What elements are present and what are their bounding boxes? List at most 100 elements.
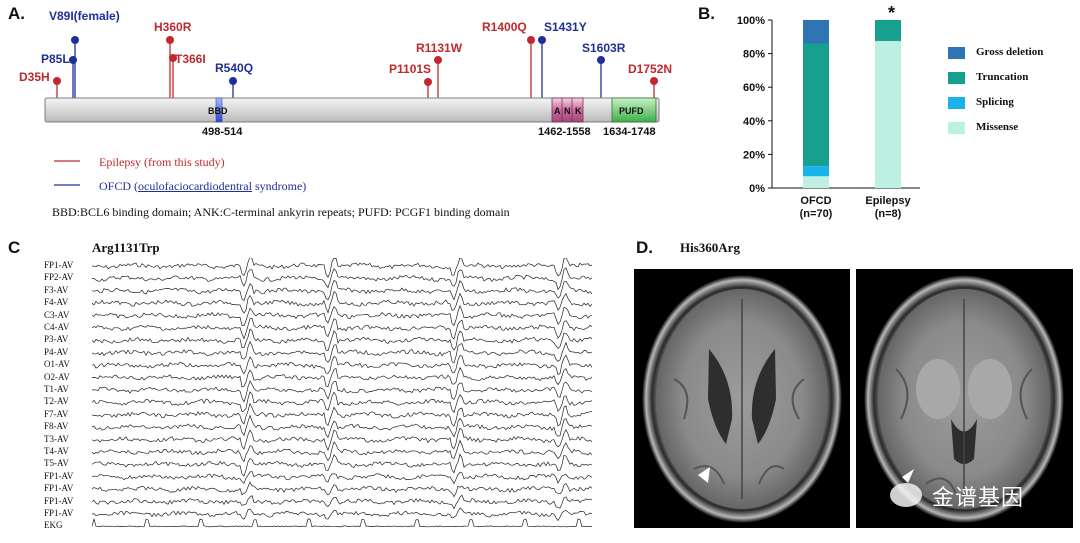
protein-bar <box>44 97 660 123</box>
eeg-channel-label: O1-AV <box>44 359 70 370</box>
legend-label-missense: Missense <box>976 121 1019 133</box>
mutation-label-s1603r: S1603R <box>582 41 626 55</box>
protein-diagram: V89I(female) H360R R1400Q S1431Y P85L T3… <box>19 9 672 138</box>
eeg-channel-label: F4-AV <box>44 297 69 308</box>
y-tick-label: 60% <box>743 82 765 94</box>
pufd-range: 1634-1748 <box>603 126 656 138</box>
significance-asterisk: * <box>888 3 895 23</box>
x-category-label: OFCD <box>800 195 831 207</box>
mutation-label-d1752n: D1752N <box>628 62 672 76</box>
domain-footnote: BBD:BCL6 binding domain; ANK:C-terminal … <box>52 205 510 219</box>
legend-epilepsy-text: Epilepsy (from this study) <box>99 155 225 169</box>
y-tick-label: 80% <box>743 49 765 61</box>
mutation-dot-t366i <box>169 54 177 62</box>
panel-d-letter: D. <box>636 238 653 257</box>
mutation-label-t366i: T366I <box>175 52 206 66</box>
panel-b-letter: B. <box>698 4 715 23</box>
eeg-trace <box>92 517 592 528</box>
eeg-trace <box>92 427 592 452</box>
bbd-label: BBD <box>208 106 228 116</box>
eeg-trace <box>92 471 592 485</box>
eeg-channel-label: T3-AV <box>44 433 69 444</box>
eeg-channel-label: T2-AV <box>44 396 69 407</box>
eeg-trace <box>92 291 592 314</box>
mutation-dot-d1752n <box>650 77 658 85</box>
eeg-trace <box>92 380 592 403</box>
eeg-channel-label: FP1-AV <box>44 495 74 506</box>
eeg-channel-label: T4-AV <box>44 446 69 456</box>
eeg-trace <box>92 317 592 340</box>
mri-title: His360Arg <box>680 240 740 255</box>
lesion-arrowhead-icon <box>698 467 710 483</box>
mutation-label-r1131w: R1131W <box>416 41 463 55</box>
y-tick-label: 20% <box>743 149 765 161</box>
mutation-dot-p85l <box>69 56 77 64</box>
eeg-title: Arg1131Trp <box>92 240 160 255</box>
y-tick-label: 100% <box>737 15 765 27</box>
mutation-label-v89i: V89I(female) <box>49 9 120 23</box>
lesion-arrowhead-icon-right <box>902 469 914 483</box>
eeg-traces <box>92 258 592 528</box>
eeg-channel-label: F7-AV <box>44 408 69 419</box>
panel-a-letter: A. <box>8 4 25 23</box>
legend-label-truncation: Truncation <box>976 71 1029 83</box>
mutation-label-r540q: R540Q <box>215 61 253 75</box>
bbd-range: 498-514 <box>202 126 243 138</box>
eeg-trace <box>92 328 592 352</box>
eeg-trace <box>92 494 592 510</box>
mri-left-svg <box>642 275 842 523</box>
eeg-channel-label: FP1-AV <box>44 470 74 481</box>
eeg-trace <box>92 481 592 498</box>
y-tick-label: 0% <box>749 183 765 195</box>
mutation-dot-s1603r <box>597 56 605 64</box>
mutation-label-d35h: D35H <box>19 70 50 84</box>
bar-segment-missense <box>803 176 829 188</box>
legend-lines <box>54 160 80 186</box>
panel-c-letter: C <box>8 238 21 257</box>
legend-label-splicing: Splicing <box>976 96 1014 108</box>
legend-swatch-gross-deletion <box>948 47 965 59</box>
mutation-lollipops <box>53 36 658 98</box>
pufd-domain <box>611 97 657 123</box>
eeg-trace <box>92 414 592 439</box>
eeg-channel-label: T5-AV <box>44 458 69 469</box>
x-category-label: (n=70) <box>800 208 833 220</box>
mutation-type-chart: 0%20%40%60%80%100% OFCD(n=70)Epilepsy(n=… <box>737 3 920 220</box>
eeg-channel-label: FP2-AV <box>44 272 74 283</box>
mutation-dot-p1101s <box>424 78 432 86</box>
mutation-dot-h360r <box>166 36 174 44</box>
bar-segment-gross-deletion <box>803 20 829 44</box>
eeg-trace <box>92 279 592 302</box>
eeg-channel-label: P3-AV <box>44 334 69 345</box>
eeg-trace <box>92 402 592 427</box>
mutation-dot-v89i <box>71 36 79 44</box>
ofcd-link[interactable]: oculofaciocardiodentral <box>138 179 252 193</box>
ank-label-k: K <box>575 106 582 116</box>
eeg-channel-label: P4-AV <box>44 346 69 357</box>
eeg-channel-label: C3-AV <box>44 309 70 320</box>
mri-image-left <box>634 269 850 528</box>
mutation-label-p85l: P85L <box>41 52 70 66</box>
legend-swatch-truncation <box>948 72 965 84</box>
eeg-trace <box>92 507 592 522</box>
eeg-trace <box>92 439 592 463</box>
eeg-channel-label: T1-AV <box>44 384 69 394</box>
ank-domain <box>551 97 584 123</box>
legend-label-gross-deletion: Gross deletion <box>976 46 1044 58</box>
bar-segment-truncation <box>875 20 901 41</box>
eeg-trace <box>92 354 592 375</box>
mutation-dot-r1400q <box>527 36 535 44</box>
eeg-channel-label: FP1-AV <box>44 483 74 494</box>
eeg-trace <box>92 258 592 278</box>
bbd-domain <box>215 97 223 123</box>
mutation-dot-r540q <box>229 77 237 85</box>
mri-right-svg <box>864 275 1064 523</box>
legend-swatch-splicing <box>948 97 965 109</box>
ank-label-n: N <box>564 106 571 116</box>
eeg-channel-label: FP1-AV <box>44 260 74 270</box>
legend-swatch-missense <box>948 122 965 134</box>
watermark-text: 金谱基因 <box>932 486 1025 511</box>
eeg-channel-label: FP1-AV <box>44 508 74 518</box>
pufd-label: PUFD <box>619 106 644 116</box>
eeg-channel-label: O2-AV <box>44 371 70 382</box>
